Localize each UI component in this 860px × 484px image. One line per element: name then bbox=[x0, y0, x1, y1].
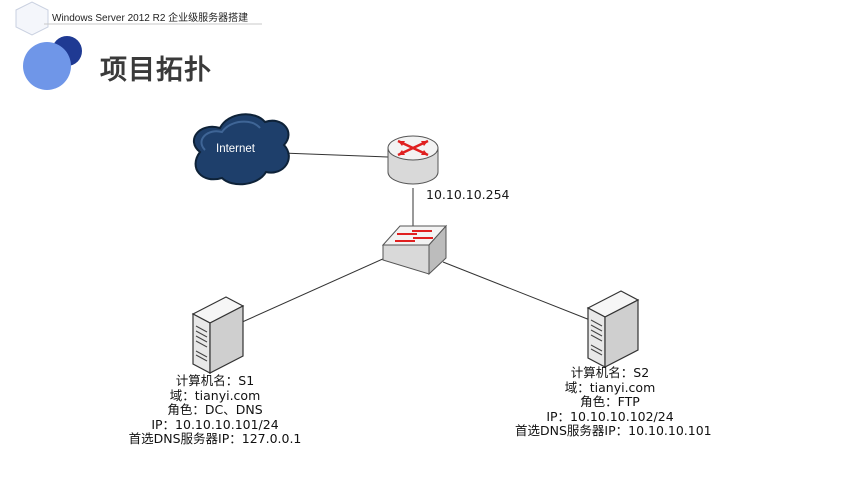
light-blue-circle bbox=[23, 42, 71, 90]
s1-dns: 首选DNS服务器IP：127.0.0.1 bbox=[128, 431, 302, 447]
s1-role: 角色：DC、DNS bbox=[167, 402, 263, 418]
switch-icon bbox=[381, 224, 448, 276]
s1-computer-name: 计算机名：S1 bbox=[175, 373, 255, 388]
hexagon-decoration bbox=[15, 1, 49, 36]
s1-ip: IP：10.10.10.101/24 bbox=[151, 416, 279, 432]
cloud-label: Internet bbox=[216, 143, 255, 155]
s2-domain: 域：tianyi.com bbox=[564, 379, 656, 395]
server-s2-info: 计算机名：S2 域：tianyi.com 角色：FTP IP：10.10.10.… bbox=[515, 365, 712, 439]
server-s1-icon bbox=[191, 296, 245, 374]
s2-role: 角色：FTP bbox=[580, 394, 640, 410]
page-title: 项目拓扑 bbox=[100, 55, 212, 86]
s1-domain: 域：tianyi.com bbox=[169, 387, 261, 403]
s2-dns: 首选DNS服务器IP：10.10.10.101 bbox=[515, 423, 712, 439]
router-icon bbox=[387, 135, 439, 185]
internet-cloud-icon bbox=[192, 113, 290, 186]
header-caption: Windows Server 2012 R2 企业级服务器搭建 bbox=[52, 13, 249, 24]
router-ip-label: 10.10.10.254 bbox=[426, 187, 510, 202]
s2-ip: IP：10.10.10.102/24 bbox=[546, 408, 674, 424]
link-switch-s2 bbox=[442, 261, 591, 321]
link-cloud-router bbox=[281, 152, 389, 158]
s2-computer-name: 计算机名：S2 bbox=[570, 365, 650, 380]
server-s2-icon bbox=[586, 290, 640, 368]
link-switch-s1 bbox=[239, 257, 386, 324]
server-s1-info: 计算机名：S1 域：tianyi.com 角色：DC、DNS IP：10.10.… bbox=[120, 373, 310, 447]
